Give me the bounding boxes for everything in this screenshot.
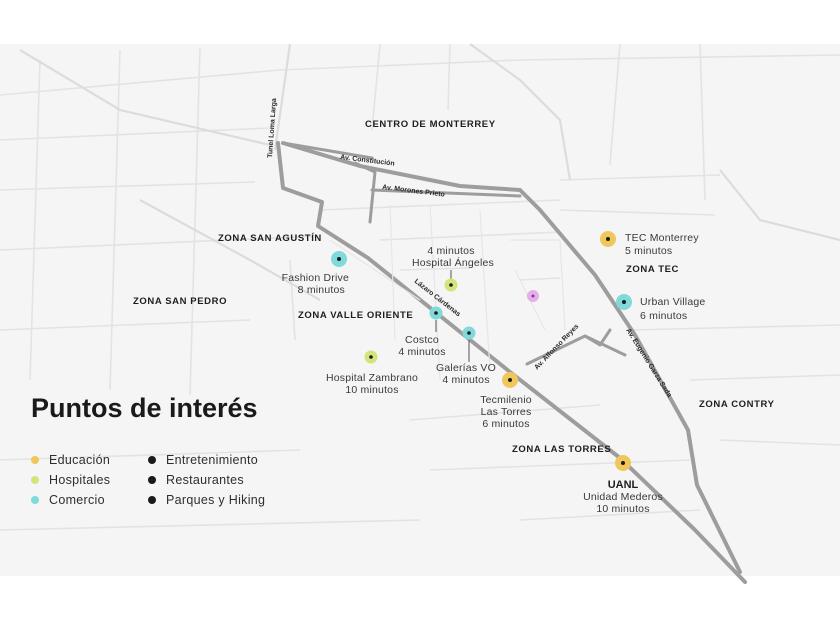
poi-hospital-zambrano-name: Hospital Zambrano: [326, 372, 418, 384]
poi-tecmilenio-subname: Las Torres: [481, 406, 532, 418]
zone-san-agustin-label: ZONA SAN AGUSTÍN: [218, 233, 322, 244]
legend-label: Hospitales: [49, 473, 111, 487]
poi-hospital-angeles[interactable]: 4 minutos Hospital Ángeles: [412, 245, 494, 292]
poi-tec-monterrey[interactable]: TEC Monterrey 5 minutos: [600, 231, 699, 257]
legend-label: Comercio: [49, 493, 105, 507]
street-network: [0, 43, 840, 531]
property-marker[interactable]: [527, 290, 539, 302]
poi-uanl[interactable]: UANL Unidad Mederos 10 minutos: [583, 455, 663, 515]
zone-centro-label: CENTRO DE MONTERREY: [365, 119, 496, 130]
poi-urban-village-name: Urban Village: [640, 296, 705, 308]
zone-contry-label: ZONA CONTRY: [699, 399, 775, 410]
poi-urban-village[interactable]: Urban Village 6 minutos: [616, 294, 705, 322]
poi-urban-village-time: 6 minutos: [640, 310, 687, 322]
zone-san-pedro-label: ZONA SAN PEDRO: [133, 296, 227, 307]
poi-fashion-drive[interactable]: Fashion Drive 8 minutos: [282, 251, 349, 296]
poi-tecmilenio-time: 6 minutos: [482, 418, 529, 430]
legend-item-educacion: Educación: [31, 453, 110, 467]
poi-hospital-angeles-time: 4 minutos: [427, 245, 474, 257]
road-loma-larga-label: Tunel Loma Larga: [267, 98, 278, 158]
poi-tecmilenio-name: Tecmilenio: [480, 394, 532, 406]
legend-label: Educación: [49, 453, 111, 467]
legend-dot-icon: [31, 456, 39, 464]
legend-dot-icon: [31, 476, 39, 484]
legend-dot-icon: [148, 456, 156, 464]
legend-label: Parques y Hiking: [166, 493, 266, 507]
poi-costco-time: 4 minutos: [398, 346, 445, 358]
poi-uanl-time: 10 minutos: [596, 503, 649, 515]
legend-item-comercio: Comercio: [31, 493, 105, 507]
poi-fashion-drive-name: Fashion Drive: [282, 272, 349, 284]
bottom-margin: [0, 576, 840, 630]
map-title: Puntos de interés: [31, 393, 258, 423]
poi-tec-monterrey-time: 5 minutos: [625, 245, 672, 257]
legend-dot-icon: [148, 476, 156, 484]
legend-dot-icon: [31, 496, 39, 504]
zone-valle-oriente-label: ZONA VALLE ORIENTE: [298, 310, 413, 321]
legend-label: Entretenimiento: [166, 453, 259, 467]
poi-fashion-drive-time: 8 minutos: [298, 284, 345, 296]
zone-tec-label: ZONA TEC: [626, 264, 679, 275]
poi-hospital-zambrano[interactable]: Hospital Zambrano 10 minutos: [326, 350, 418, 397]
street-network-dark: [19, 43, 840, 301]
poi-costco[interactable]: Costco 4 minutos: [398, 306, 445, 359]
inner-streets: [329, 204, 566, 381]
poi-hospital-angeles-name: Hospital Ángeles: [412, 256, 494, 269]
poi-hospital-zambrano-time: 10 minutos: [345, 384, 398, 396]
legend-dot-icon: [148, 496, 156, 504]
legend-item-entretenimiento: Entretenimiento: [148, 453, 258, 467]
zone-outline: [276, 141, 747, 584]
poi-costco-name: Costco: [405, 334, 439, 346]
poi-uanl-name: UANL: [608, 479, 639, 491]
poi-galerias-vo-time: 4 minutos: [442, 374, 489, 386]
legend-item-restaurantes: Restaurantes: [148, 473, 244, 487]
poi-tecmilenio[interactable]: Tecmilenio Las Torres 6 minutos: [480, 372, 532, 430]
poi-tec-monterrey-name: TEC Monterrey: [625, 232, 699, 244]
legend-item-parques: Parques y Hiking: [148, 493, 265, 507]
legend-item-hospitales: Hospitales: [31, 473, 110, 487]
legend-label: Restaurantes: [166, 473, 244, 487]
poi-galerias-vo[interactable]: Galerías VO 4 minutos: [436, 326, 496, 387]
zone-las-torres-label: ZONA LAS TORRES: [512, 444, 611, 455]
poi-galerias-vo-name: Galerías VO: [436, 362, 496, 374]
poi-uanl-subname: Unidad Mederos: [583, 491, 663, 503]
